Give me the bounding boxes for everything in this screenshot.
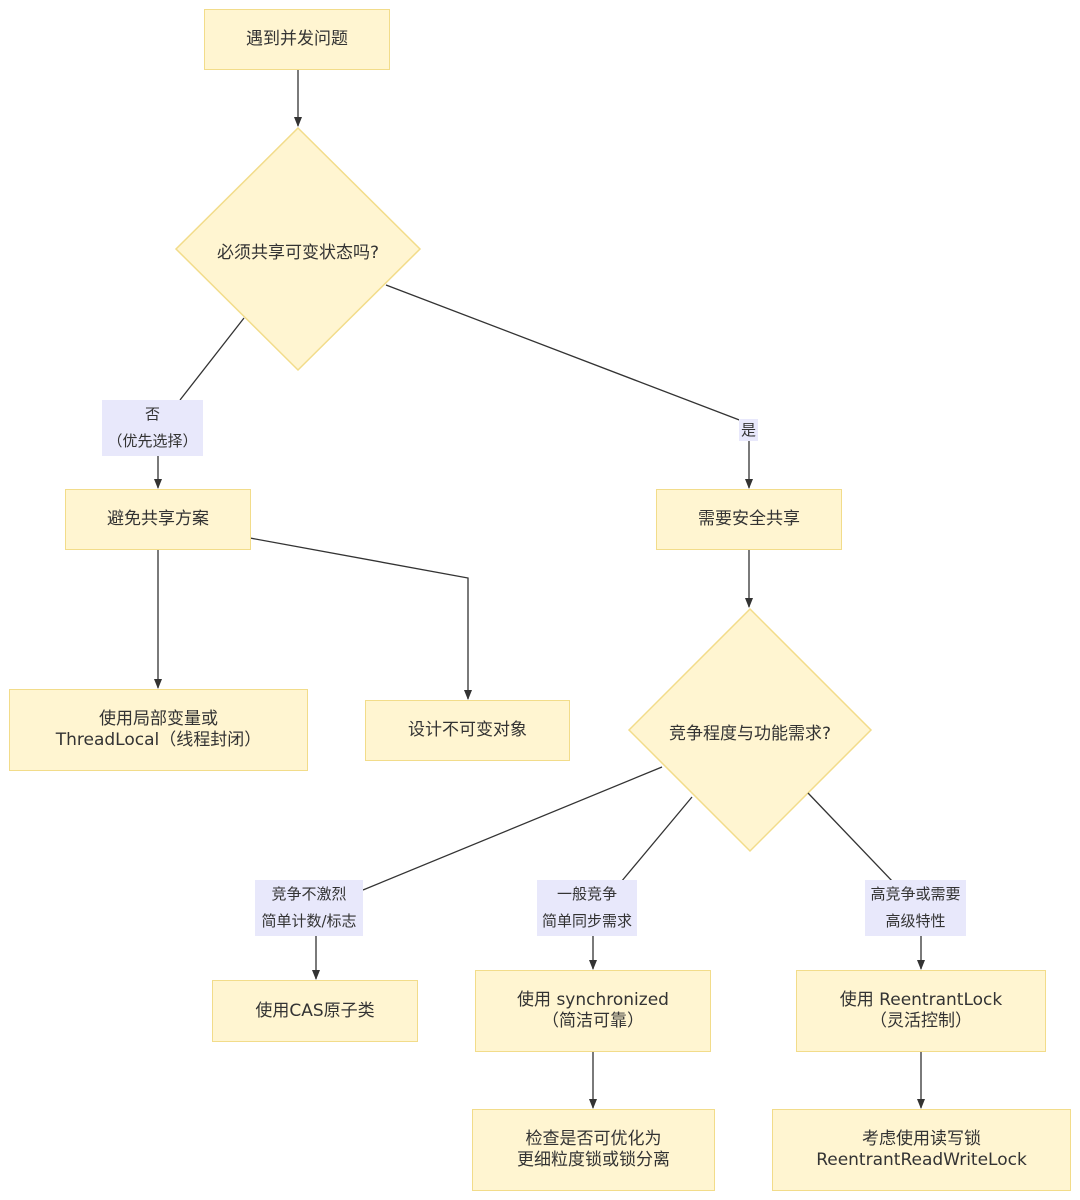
node-avoid-sharing-text: 避免共享方案: [107, 509, 209, 529]
node-reentrant-lock-line2: （灵活控制）: [870, 1011, 972, 1031]
edge-shared-no-upper: [179, 317, 245, 401]
edge-label-high-line1: 高竞争或需要: [870, 885, 961, 903]
node-thread-local-line2: ThreadLocal（线程封闭）: [55, 730, 262, 750]
node-cas-atomic: 使用CAS原子类: [212, 980, 418, 1042]
edge-label-mid-contention: 一般竞争 简单同步需求: [537, 880, 637, 936]
edge-label-yes-text: 是: [740, 420, 756, 439]
edge-shared-yes-upper: [385, 284, 743, 422]
edge-avoid-to-immutable: [249, 537, 472, 700]
edge-label-low-contention: 竞争不激烈 简单计数/标志: [255, 880, 363, 936]
decision-diamond-contention: [627, 607, 873, 853]
node-need-safe-sharing-text: 需要安全共享: [698, 509, 800, 529]
edge-label-yes: 是: [739, 419, 758, 441]
node-start: 遇到并发问题: [204, 9, 390, 70]
node-thread-local-line1: 使用局部变量或: [99, 709, 218, 729]
node-start-text: 遇到并发问题: [246, 29, 348, 49]
node-finer-lock-check-line1: 检查是否可优化为: [525, 1129, 662, 1149]
node-reentrant-lock-line1: 使用 ReentrantLock: [839, 990, 1003, 1010]
decision-text-shared-state: 必须共享可变状态吗?: [216, 243, 380, 263]
node-avoid-sharing: 避免共享方案: [65, 489, 251, 550]
edge-label-mid-line1: 一般竞争: [556, 885, 617, 903]
node-read-write-lock-line2: ReentrantReadWriteLock: [816, 1150, 1027, 1170]
edge-label-no: 否 （优先选择）: [102, 400, 203, 456]
node-need-safe-sharing: 需要安全共享: [656, 489, 842, 550]
edge-label-low-line2: 简单计数/标志: [261, 912, 357, 930]
node-synchronized-line1: 使用 synchronized: [517, 990, 669, 1010]
decision-diamond-shared-state: [174, 126, 422, 372]
node-synchronized: 使用 synchronized （简洁可靠）: [475, 970, 711, 1052]
node-immutable-object-text: 设计不可变对象: [408, 720, 527, 740]
node-read-write-lock: 考虑使用读写锁 ReentrantReadWriteLock: [772, 1109, 1071, 1191]
decision-text-contention: 竞争程度与功能需求?: [668, 724, 832, 744]
edge-label-no-line2: （优先选择）: [107, 432, 198, 450]
node-thread-local: 使用局部变量或 ThreadLocal（线程封闭）: [9, 689, 308, 771]
node-synchronized-line2: （简洁可靠）: [542, 1011, 644, 1031]
edge-label-low-line1: 竞争不激烈: [271, 885, 347, 903]
node-finer-lock-check-line2: 更细粒度锁或锁分离: [517, 1150, 670, 1170]
node-immutable-object: 设计不可变对象: [365, 700, 570, 761]
edge-label-no-line1: 否: [144, 405, 160, 423]
edge-contention-high-upper: [807, 792, 894, 883]
node-reentrant-lock: 使用 ReentrantLock （灵活控制）: [796, 970, 1046, 1052]
edge-label-high-contention: 高竞争或需要 高级特性: [865, 880, 966, 936]
node-read-write-lock-line1: 考虑使用读写锁: [862, 1129, 981, 1149]
node-finer-lock-check: 检查是否可优化为 更细粒度锁或锁分离: [472, 1109, 715, 1191]
node-cas-atomic-text: 使用CAS原子类: [255, 1000, 375, 1021]
edge-contention-low-upper: [362, 766, 663, 891]
edge-label-mid-line2: 简单同步需求: [541, 912, 632, 930]
edge-contention-mid-upper: [620, 796, 693, 883]
edge-label-high-line2: 高级特性: [885, 912, 946, 930]
